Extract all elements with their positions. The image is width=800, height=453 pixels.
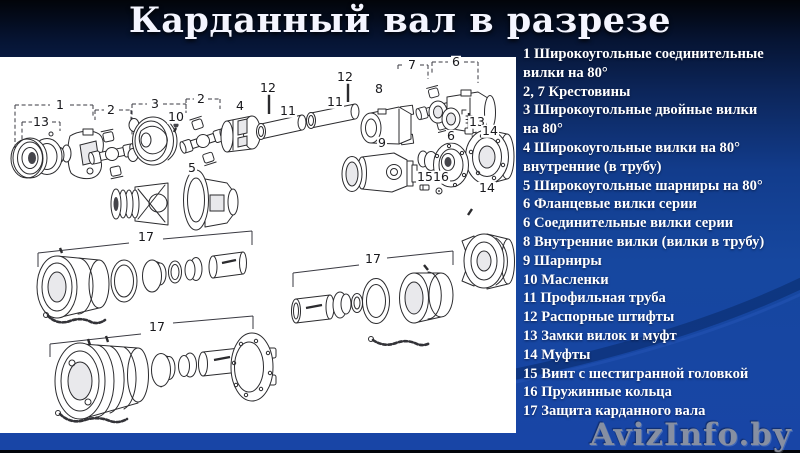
legend-item-3: 3 Широкоугольные двойные вилки на 80° <box>523 102 758 138</box>
bracket-3 <box>131 103 187 135</box>
part-grease-fitting-10 <box>172 122 179 133</box>
part-label-6: 6 <box>451 53 461 69</box>
part-label-2: 2 <box>196 90 206 106</box>
legend-list: 1 Широкоугольные соединительные вилки на… <box>523 45 796 437</box>
part-guard-17a <box>36 247 247 325</box>
part-label-16: 16 <box>432 168 450 184</box>
page-title: Карданный вал в разрезе <box>128 0 672 41</box>
legend-item-6: 6 Фланцевые вилки серии <box>523 196 697 213</box>
part-guard-17b <box>54 332 277 424</box>
part-label-9: 9 <box>377 134 387 150</box>
part-label-17: 17 <box>137 228 155 244</box>
legend-item-14: 14 Муфты <box>523 346 591 363</box>
part-coupling-14a <box>465 129 515 185</box>
part-guard-17c <box>291 264 454 347</box>
part-label-14: 14 <box>481 122 499 138</box>
part-label-6: 6 <box>446 127 456 143</box>
part-inner-yoke-4 <box>220 115 270 153</box>
part-spring-ring-16 <box>435 187 443 195</box>
legend-item-1: 1 Широкоугольные соединительные вилки на… <box>523 46 764 81</box>
part-flange-yoke-6a <box>428 89 496 134</box>
part-coupling-14b <box>461 208 515 290</box>
part-label-13: 13 <box>32 113 50 129</box>
part-double-yoke-3 <box>127 116 178 166</box>
legend-item-8: 8 Внутренние вилки (вилки в трубу) <box>523 233 765 250</box>
part-label-3: 3 <box>150 95 160 111</box>
part-label-4: 4 <box>235 97 245 113</box>
legend-item-10: 10 Масленки <box>523 271 609 288</box>
part-label-11: 11 <box>326 93 344 109</box>
part-label-10: 10 <box>167 108 185 124</box>
part-label-15: 15 <box>416 168 434 184</box>
part-inner-yoke-8 <box>360 104 415 146</box>
part-joint-9 <box>341 152 418 193</box>
legend-item-6: 6 Соединительные вилки серии <box>523 215 734 232</box>
part-label-17: 17 <box>364 250 382 266</box>
part-joint-assembly-5 <box>110 169 239 231</box>
bracket-13 <box>21 121 61 143</box>
part-label-14: 14 <box>478 179 496 195</box>
legend-item-11: 11 Профильная труба <box>523 290 666 307</box>
legend-item-16: 16 Пружинные кольца <box>523 384 672 401</box>
part-label-17: 17 <box>148 318 166 334</box>
bracket-2b <box>185 98 221 109</box>
bracket-17c <box>292 250 454 287</box>
part-label-7: 7 <box>407 56 417 72</box>
legend-item-15: 15 Винт с шестигранной головкой <box>523 365 749 382</box>
part-label-1: 1 <box>55 96 65 112</box>
part-label-8: 8 <box>374 80 384 96</box>
part-label-5: 5 <box>187 159 197 175</box>
legend-item-12: 12 Распорные штифты <box>523 309 675 326</box>
legend-item-4: 4 Широкоугольные вилки на 80° внутренние… <box>523 139 740 175</box>
legend-item-17: 17 Защита карданного вала <box>523 403 706 420</box>
bracket-17a <box>37 230 253 267</box>
legend-item-9: 9 Шарниры <box>523 252 602 269</box>
legend-item-13: 13 Замки вилок и муфт <box>523 327 677 344</box>
part-label-2: 2 <box>106 101 116 117</box>
bracket-7 <box>397 64 429 79</box>
part-label-12: 12 <box>336 68 354 84</box>
watermark: AvizInfo.by <box>589 417 792 453</box>
part-tube-11b <box>306 103 360 129</box>
bracket-17b <box>49 315 254 357</box>
bracket-6 <box>431 61 479 83</box>
part-tube-11a <box>256 114 307 140</box>
legend-item-27: 2, 7 Крестовины <box>523 83 631 100</box>
part-label-12: 12 <box>259 79 277 95</box>
part-hex-screw-15 <box>419 184 430 191</box>
legend-item-5: 5 Широкоугольные шарниры на 80° <box>523 177 763 194</box>
exploded-diagram <box>10 61 515 424</box>
part-label-11: 11 <box>279 102 297 118</box>
